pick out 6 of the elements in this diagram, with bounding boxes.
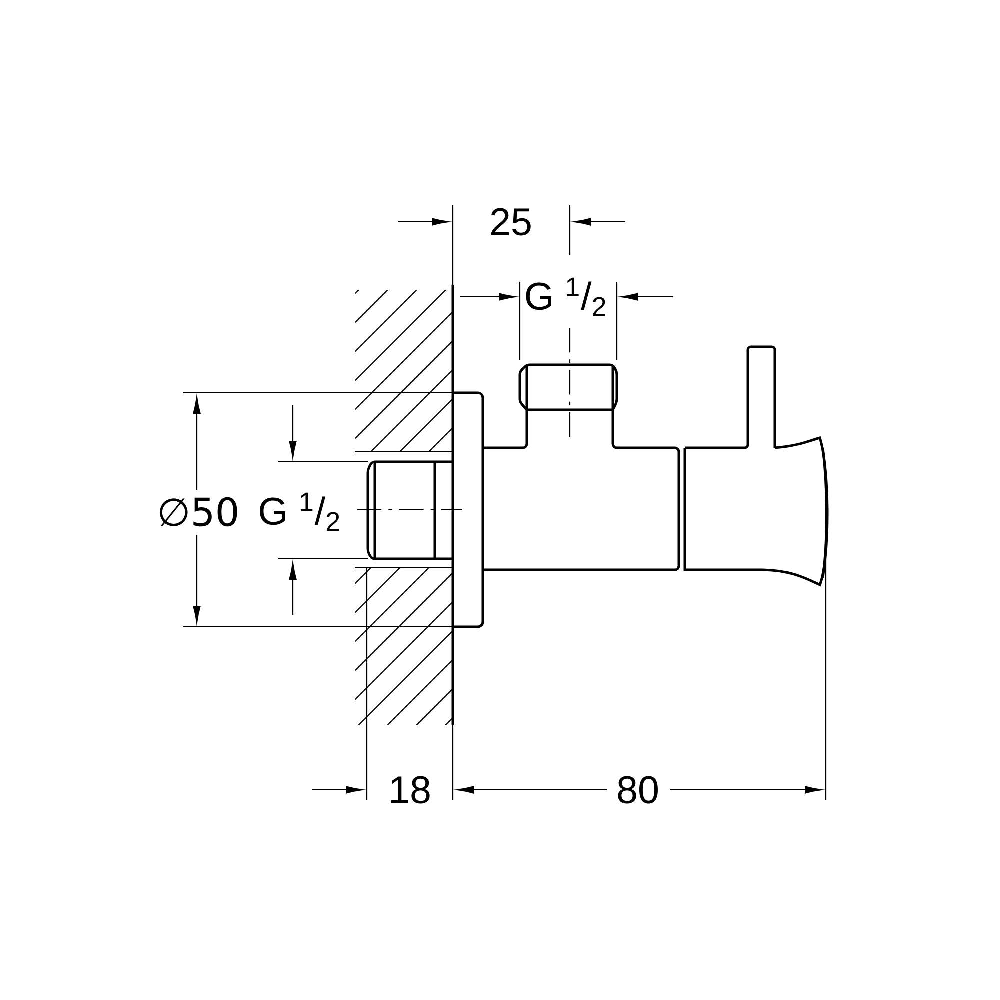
dimension-label: 25	[491, 208, 531, 236]
dimension-label: ∅50	[160, 497, 238, 527]
dimension-label: G $^{1}$/$_{2}$	[526, 278, 606, 316]
dimension-label: G $^{1}$/$_{2}$	[260, 492, 340, 532]
dimension-label: 80	[618, 776, 658, 804]
dimension-label: 18	[391, 776, 430, 804]
